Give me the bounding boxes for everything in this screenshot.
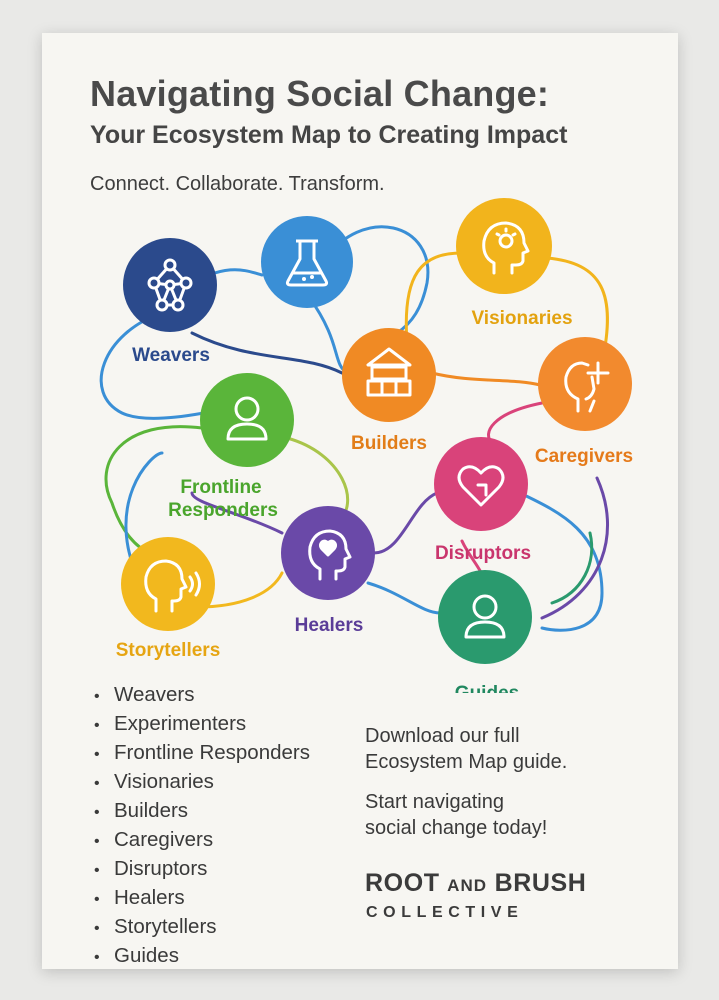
connector-visionaries-caregivers xyxy=(545,256,609,365)
storytellers-circle xyxy=(121,537,215,631)
list-item: Builders xyxy=(94,797,310,826)
node-guides: Guides xyxy=(438,570,532,693)
care-hand-icon xyxy=(564,361,610,413)
connector-storytellers-loop xyxy=(124,451,164,585)
heart-head-icon xyxy=(308,529,352,581)
cta-line-3: Start navigating xyxy=(365,791,504,813)
disruptors-label: Disruptors xyxy=(435,543,531,564)
list-item: Storytellers xyxy=(94,913,310,942)
brand-root: ROOT xyxy=(365,869,440,897)
person-icon xyxy=(226,396,268,441)
healers-label: Healers xyxy=(295,615,364,636)
network-icon xyxy=(147,258,193,312)
cta-line-2: Ecosystem Map guide. xyxy=(365,751,568,773)
list-item: Caregivers xyxy=(94,826,310,855)
list-item: Visionaries xyxy=(94,768,310,797)
frontline-label-line1: Frontline xyxy=(180,477,261,498)
node-builders: Builders xyxy=(342,328,436,454)
tagline: Connect. Collaborate. Transform. xyxy=(90,173,385,195)
connector-disruptors-guides xyxy=(518,491,604,632)
start-cta: Start navigating social change today! xyxy=(365,789,547,841)
node-storytellers: Storytellers xyxy=(116,537,221,661)
download-cta: Download our full Ecosystem Map guide. xyxy=(365,723,567,775)
blocks-icon xyxy=(366,347,412,397)
list-item: Frontline Responders xyxy=(94,739,310,768)
frontline-label-line2: Responders xyxy=(168,500,278,521)
connector-healers-disruptors xyxy=(372,491,439,555)
builders-circle xyxy=(342,328,436,422)
connector-paths xyxy=(99,225,610,632)
connector-caregivers-disruptors xyxy=(487,401,544,445)
connector-weavers-frontline xyxy=(99,311,206,420)
list-item: Weavers xyxy=(94,681,310,710)
connector-builders-visionaries xyxy=(404,251,464,345)
cta-line-1: Download our full xyxy=(365,725,520,747)
list-item: Experimenters xyxy=(94,710,310,739)
node-experimenters xyxy=(261,216,353,308)
connector-weavers-builders xyxy=(190,331,344,375)
connector-experimenters-builders xyxy=(307,295,349,375)
brand-collective: COLLECTIVE xyxy=(366,904,524,921)
node-weavers: Weavers xyxy=(123,238,217,366)
brand-and: AND xyxy=(447,876,488,895)
caregivers-label: Caregivers xyxy=(535,446,633,467)
connector-builders-caregivers xyxy=(430,371,542,387)
node-frontline-responders: Frontline Responders xyxy=(168,373,294,521)
node-healers: Healers xyxy=(281,506,375,636)
list-item: Healers xyxy=(94,884,310,913)
brand-logo: ROOT AND BRUSH xyxy=(365,869,586,898)
node-visionaries: Visionaries xyxy=(456,198,573,329)
list-item: Guides xyxy=(94,942,310,971)
speaking-head-icon xyxy=(144,559,201,613)
weavers-label: Weavers xyxy=(132,345,210,366)
experimenters-circle xyxy=(261,216,353,308)
person-icon xyxy=(464,594,506,639)
ecosystem-map: Weavers Visionaries xyxy=(99,198,633,693)
flask-icon xyxy=(285,239,329,287)
connector-frontline-storytellers xyxy=(104,425,204,555)
guides-label: Guides xyxy=(455,683,519,693)
storytellers-label: Storytellers xyxy=(116,640,221,661)
page-title: Navigating Social Change: xyxy=(90,73,550,114)
builders-label: Builders xyxy=(351,433,427,454)
visionaries-label: Visionaries xyxy=(471,308,572,329)
connector-healers-frontline xyxy=(190,491,284,535)
cta-line-4: social change today! xyxy=(365,817,548,839)
list-item: Disruptors xyxy=(94,855,310,884)
brand-brush: BRUSH xyxy=(494,869,587,897)
node-disruptors: Disruptors xyxy=(434,437,531,564)
connector-guides-loop xyxy=(550,531,594,605)
roles-list: Weavers Experimenters Frontline Responde… xyxy=(94,681,310,971)
poster: Navigating Social Change: Your Ecosystem… xyxy=(42,33,678,969)
connector-experimenters-loop xyxy=(320,225,430,335)
connector-healers-guides xyxy=(366,581,442,615)
caregivers-circle xyxy=(538,337,632,431)
heart-arrow-icon xyxy=(457,465,505,507)
idea-head-icon xyxy=(482,221,530,275)
node-caregivers: Caregivers xyxy=(535,337,633,467)
connector-caregivers-guides xyxy=(540,476,610,620)
page-subtitle: Your Ecosystem Map to Creating Impact xyxy=(90,121,568,149)
